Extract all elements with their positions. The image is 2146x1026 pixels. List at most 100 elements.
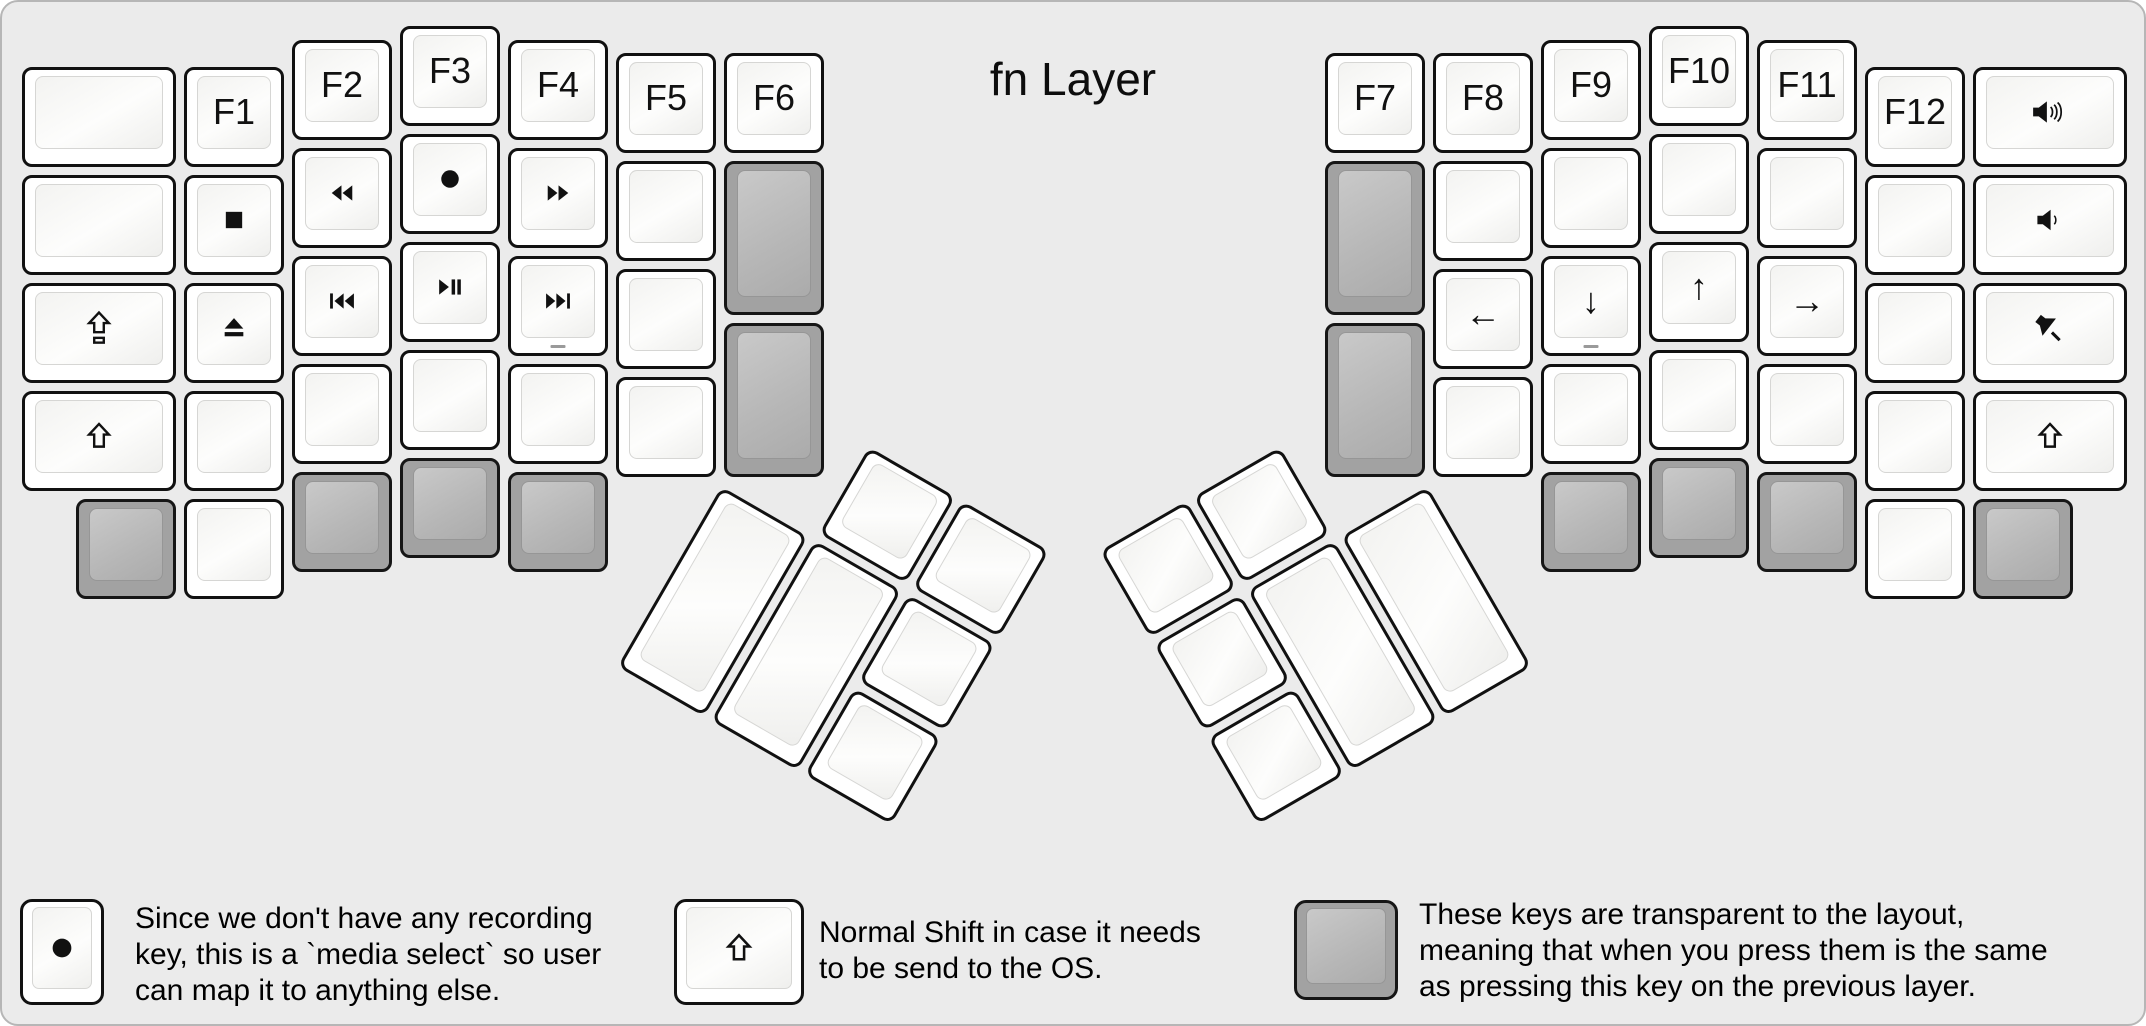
key-transparent[interactable] [724,323,824,477]
keycap-surface [305,48,379,122]
key-blank[interactable] [1865,282,1965,383]
key-f4[interactable]: F4 [508,39,608,140]
key-blank[interactable] [184,390,284,491]
keycap-surface [413,143,487,216]
key-blank[interactable] [22,66,176,167]
key-blank[interactable] [508,363,608,464]
keycap-surface [737,62,811,135]
key-f7[interactable]: F7 [1325,53,1425,153]
key-transparent[interactable] [1325,323,1425,477]
keycap-surface [1662,251,1736,324]
key-blank[interactable] [292,363,392,464]
key-blank[interactable] [22,174,176,275]
key-f9[interactable]: F9 [1541,39,1641,140]
keycap-surface [35,75,163,149]
key-blank[interactable] [1865,174,1965,275]
key-label: F4 [536,63,579,105]
shift-icon [25,394,173,478]
keycap-surface [1554,156,1628,230]
keycap-surface [1770,48,1844,122]
key-transparent[interactable] [292,471,392,572]
key-blank[interactable] [616,269,716,369]
key-arrow-left[interactable]: ← [1433,269,1533,369]
key-f5[interactable]: F5 [616,53,716,153]
key-volume-up[interactable] [1973,66,2127,167]
key-f1[interactable]: F1 [184,66,284,167]
keycap-surface [1878,399,1952,473]
key-blank[interactable] [1433,161,1533,261]
key-eject[interactable] [184,282,284,383]
keycap-surface [197,291,271,365]
rewind-icon [295,151,389,235]
keycap-surface [824,702,926,803]
keycap-surface [521,48,595,122]
key-blank[interactable] [1649,350,1749,450]
key-transparent[interactable] [508,471,608,572]
key-transparent[interactable] [1325,161,1425,315]
key-blank[interactable] [1757,363,1857,464]
key-volume-down[interactable] [1973,174,2127,275]
key-shift[interactable] [1973,390,2127,491]
key-f6[interactable]: F6 [724,53,824,153]
key-blank[interactable] [1541,363,1641,464]
key-play-pause[interactable] [400,242,500,342]
key-f12[interactable]: F12 [1865,66,1965,167]
keycap-surface [737,170,811,297]
key-transparent[interactable] [76,498,176,599]
key-f11[interactable]: F11 [1757,39,1857,140]
key-stop[interactable] [184,174,284,275]
volume-up-icon [1976,70,2124,154]
key-transparent[interactable] [1541,471,1641,572]
key-blank[interactable] [1649,134,1749,234]
key-f10[interactable]: F10 [1649,26,1749,126]
keycap-surface [1446,278,1520,351]
caps-lock-icon [25,286,173,370]
key-arrow-up[interactable]: ↑ [1649,242,1749,342]
keycap-surface [1662,359,1736,432]
keycap-surface [521,156,595,230]
key-blank[interactable] [1433,377,1533,477]
key-blank[interactable] [616,377,716,477]
key-f8[interactable]: F8 [1433,53,1533,153]
key-blank[interactable] [400,350,500,450]
key-blank[interactable] [1865,390,1965,491]
key-next-track[interactable] [508,255,608,356]
key-blank[interactable] [1865,498,1965,599]
keycap-surface [686,907,792,989]
key-caps-lock[interactable] [22,282,176,383]
key-f2[interactable]: F2 [292,39,392,140]
key-mute[interactable] [1973,282,2127,383]
transparent-key-icon [1294,900,1398,1000]
key-blank[interactable] [1541,147,1641,248]
keycap-surface [521,480,595,554]
key-transparent[interactable] [1757,471,1857,572]
legend-text-shift: Normal Shift in case it needs to be send… [819,916,1201,985]
key-label: F5 [644,77,687,118]
key-blank[interactable] [184,498,284,599]
key-rewind[interactable] [292,147,392,248]
key-f3[interactable]: F3 [400,26,500,126]
key-transparent[interactable] [1649,458,1749,558]
keycap-surface [878,608,980,709]
record-icon [403,137,497,221]
keycap-surface [1338,62,1412,135]
key-arrow-right[interactable]: → [1757,255,1857,356]
keycap-surface [1169,608,1271,709]
keycap-surface [629,170,703,243]
key-arrow-down[interactable]: ↓ [1541,255,1641,356]
key-fast-forward[interactable] [508,147,608,248]
key-record[interactable] [400,134,500,234]
keycap-surface [629,386,703,459]
key-label: F2 [320,63,363,105]
keycap-surface [1446,62,1520,135]
key-transparent[interactable] [400,458,500,558]
key-transparent[interactable] [724,161,824,315]
key-blank[interactable] [1757,147,1857,248]
key-transparent[interactable] [1973,498,2073,599]
key-shift[interactable] [22,390,176,491]
keycap-surface [1338,332,1412,459]
next-track-icon [511,259,605,343]
key-previous-track[interactable] [292,255,392,356]
key-blank[interactable] [616,161,716,261]
